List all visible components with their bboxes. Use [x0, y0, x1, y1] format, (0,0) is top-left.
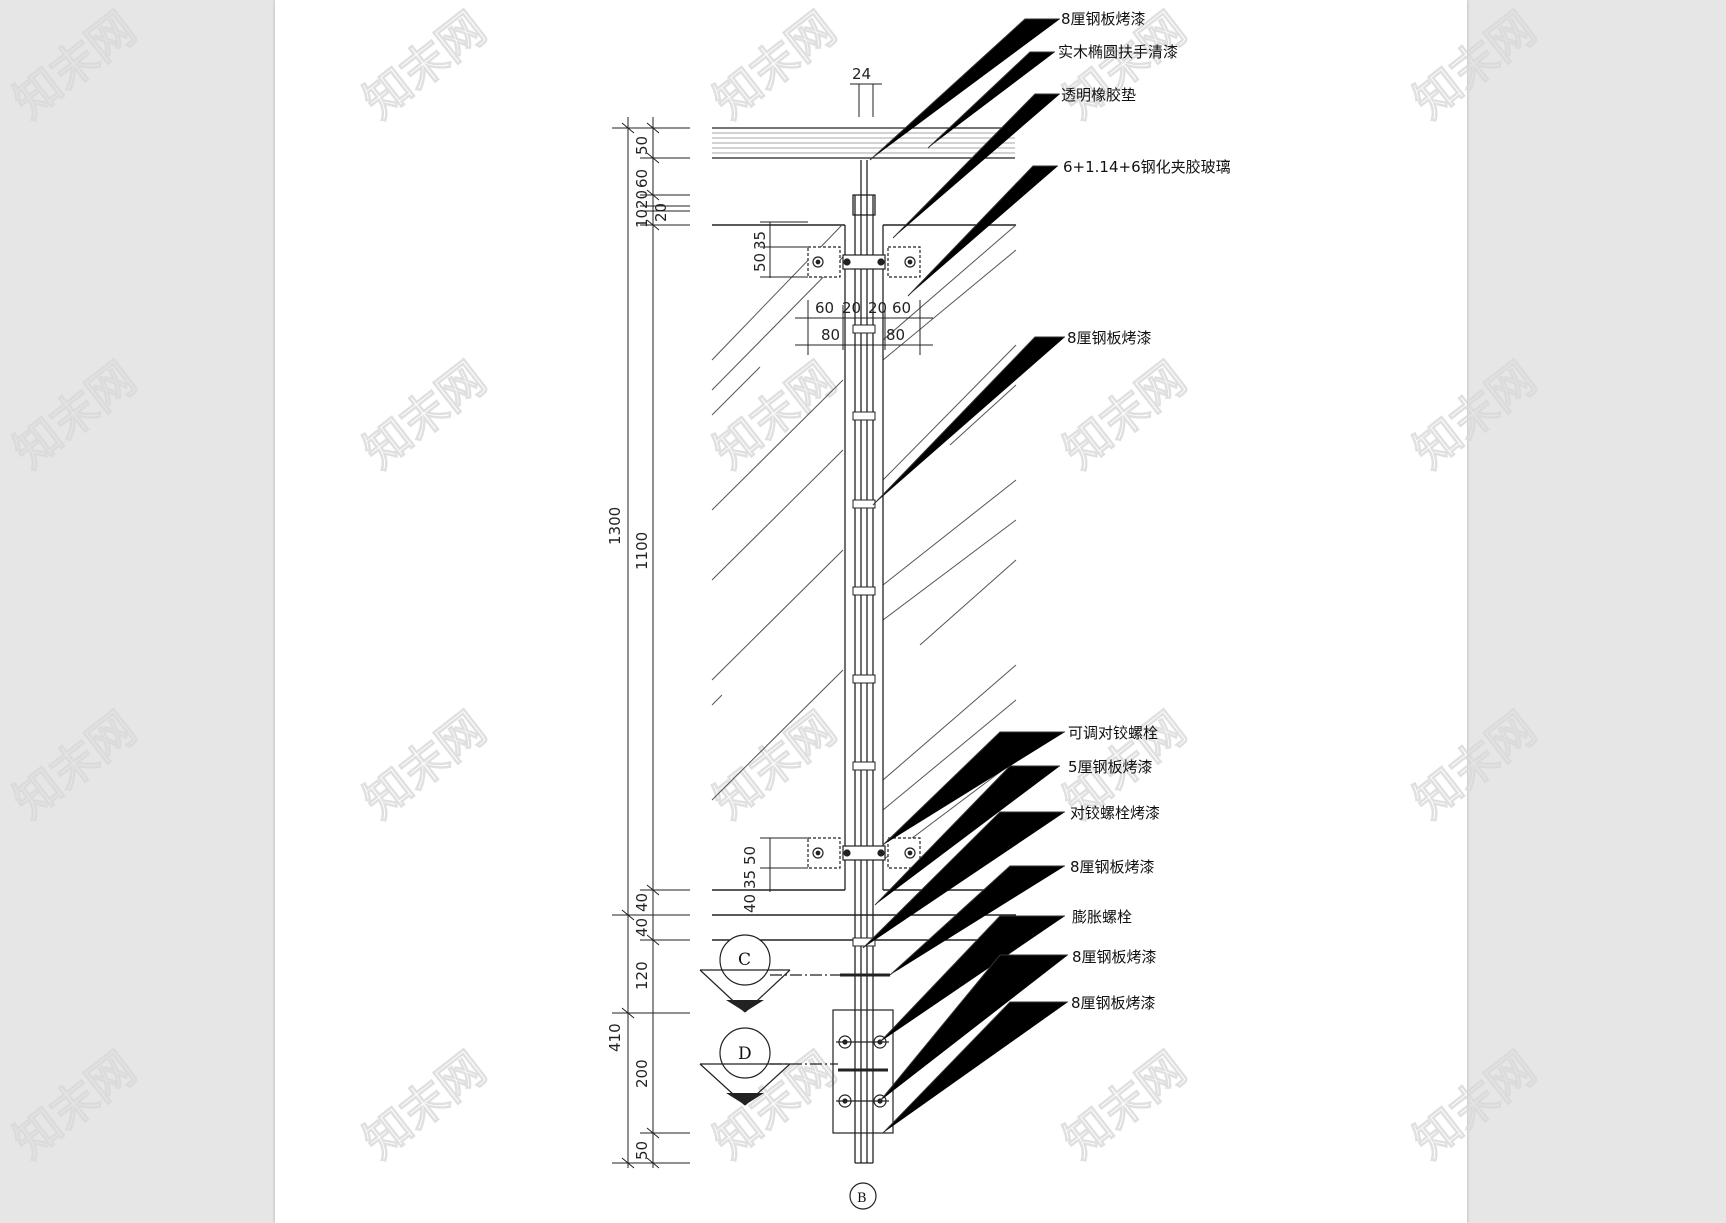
left-dimensions: [612, 117, 690, 1169]
dim-label: 35: [751, 231, 769, 250]
handrail: [712, 127, 1015, 159]
dim-label: 20: [633, 190, 651, 209]
dim-label: 410: [606, 1023, 624, 1052]
clamp-dimensions: [760, 221, 933, 892]
section-marker-d: [699, 1027, 791, 1106]
dim-label: 20: [842, 299, 861, 317]
watermark: 知末网: [704, 1, 846, 129]
dim-label: 40: [741, 894, 759, 913]
axis-tag-b: B: [857, 1191, 867, 1206]
watermark: 知末网: [1404, 1, 1546, 129]
dim-label: 50: [751, 253, 769, 272]
watermark: 知末网: [4, 1, 146, 129]
dim-label: 20: [868, 299, 887, 317]
lower-clamp: [807, 837, 921, 869]
watermark: 知末网: [704, 701, 846, 829]
section-tag-c: C: [738, 950, 751, 970]
dim-label: 1100: [633, 532, 651, 570]
watermarks: 知末网 知末网 知末网 知末网 知末网 知末网 知末网 知末网 知末网 知末网 …: [3, 1, 1546, 1170]
watermark: 知末网: [1404, 1041, 1546, 1169]
annotation-label: 8厘钢板烤漆: [1072, 948, 1157, 966]
annotation-label: 6+1.14+6钢化夹胶玻璃: [1063, 158, 1231, 176]
dim-label: 40: [633, 893, 651, 912]
watermark: 知末网: [1404, 351, 1546, 479]
watermark: 知末网: [354, 1041, 496, 1169]
watermark: 知末网: [1404, 701, 1546, 829]
watermark: 知末网: [354, 351, 496, 479]
annotation-label: 对铰螺栓烤漆: [1070, 804, 1160, 822]
dim-label: 50: [741, 846, 759, 865]
dim-label: 10: [633, 209, 651, 228]
annotation-label: 5厘钢板烤漆: [1068, 758, 1153, 776]
annotation-label: 8厘钢板烤漆: [1070, 858, 1155, 876]
dim-label: 60: [892, 299, 911, 317]
section-tag-d: D: [738, 1044, 752, 1064]
watermark: 知末网: [4, 1041, 146, 1169]
dimension-top-24: [850, 83, 882, 117]
watermark: 知末网: [704, 351, 846, 479]
watermark: 知末网: [1054, 351, 1196, 479]
dim-label: 50: [633, 1141, 651, 1160]
annotation-label: 8厘钢板烤漆: [1067, 329, 1152, 347]
dim-label: 200: [633, 1059, 651, 1088]
annotation-label: 膨胀螺栓: [1072, 908, 1132, 926]
drawing-sheet: [275, 0, 1467, 1223]
axis-marker-b: [849, 1182, 877, 1210]
annotation-label: 透明橡胶垫: [1061, 86, 1136, 104]
watermark: 知末网: [4, 351, 146, 479]
dim-label: 80: [821, 326, 840, 344]
dim-label: 80: [886, 326, 905, 344]
leader-lines: [862, 18, 1068, 1134]
dim-label: 60: [815, 299, 834, 317]
post-bolts: [852, 324, 876, 947]
annotation-label: 实木椭圆扶手清漆: [1058, 43, 1178, 61]
annotation-label: 可调对铰螺栓: [1068, 724, 1158, 742]
section-marker-c: [699, 934, 791, 1013]
annotation-label: 8厘钢板烤漆: [1071, 994, 1156, 1012]
dim-label: 20: [652, 203, 670, 222]
watermark: 知末网: [354, 1, 496, 129]
watermark: 知末网: [354, 701, 496, 829]
annotation-label: 8厘钢板烤漆: [1061, 10, 1146, 28]
dim-label: 120: [633, 961, 651, 990]
dim-label: 35: [741, 870, 759, 889]
dim-label: 50: [633, 136, 651, 155]
dim-label: 60: [633, 169, 651, 188]
dim-label: 40: [633, 918, 651, 937]
watermark: 知末网: [1054, 1041, 1196, 1169]
upper-clamp: [807, 246, 921, 278]
watermark: 知末网: [4, 701, 146, 829]
dim-label: 1300: [606, 507, 624, 545]
dim-label: 24: [852, 65, 871, 83]
